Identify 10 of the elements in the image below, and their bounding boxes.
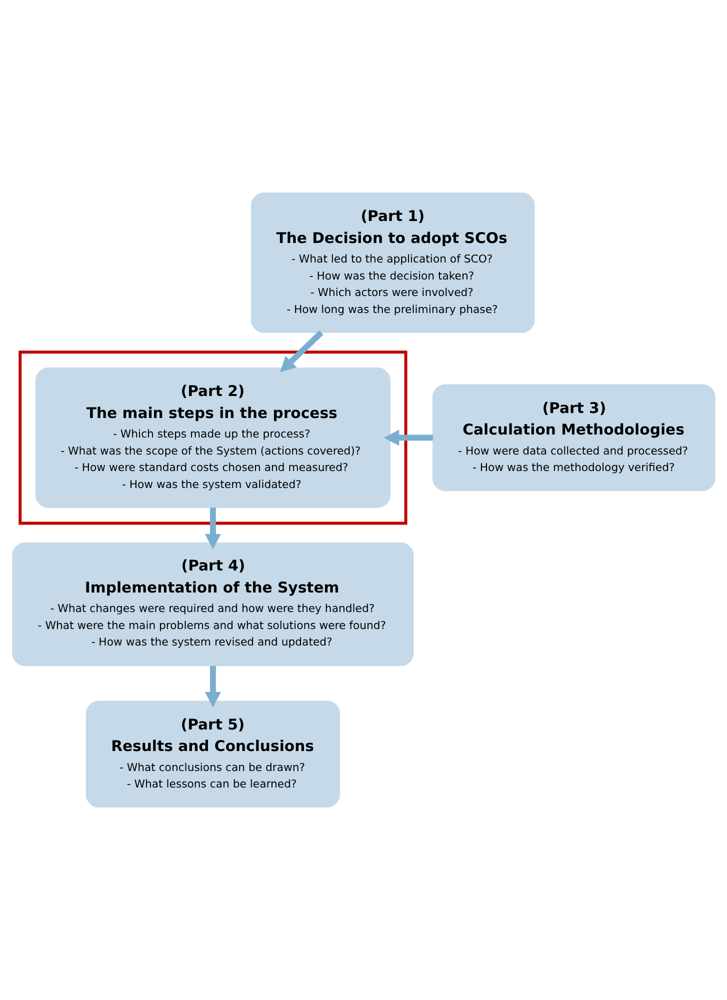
cluster: [18, 350, 408, 525]
arrow: [204, 508, 221, 550]
node-box: (Part 3) Calculation Methodologies - How were data collected and processed? - How was the methodology verified?: [432, 384, 716, 492]
arrow: [384, 430, 433, 446]
node-box: (Part 4) Implementation of the System - What changes were required and how were they handled? - What were the main problems and what solutions were found? - How was the system revised and updated?: [12, 542, 414, 666]
node-box: (Part 5) Results and Conclusions - What conclusions can be drawn? - What lessons can be learned?: [86, 700, 340, 808]
node-box: (Part 1) The Decision to adopt SCOs - What led to the application of SCO? - How was the decision taken? - Which actors were involved? - How long was the preliminary phase?: [251, 192, 535, 333]
arrow: [204, 666, 221, 708]
node-box: (Part 2) The main steps in the process - Which steps made up the process? - What was the scope of the System (actions covered)? - How were standard costs chosen and measured? - How was the system validated?: [35, 368, 390, 508]
arrow: [280, 330, 324, 372]
